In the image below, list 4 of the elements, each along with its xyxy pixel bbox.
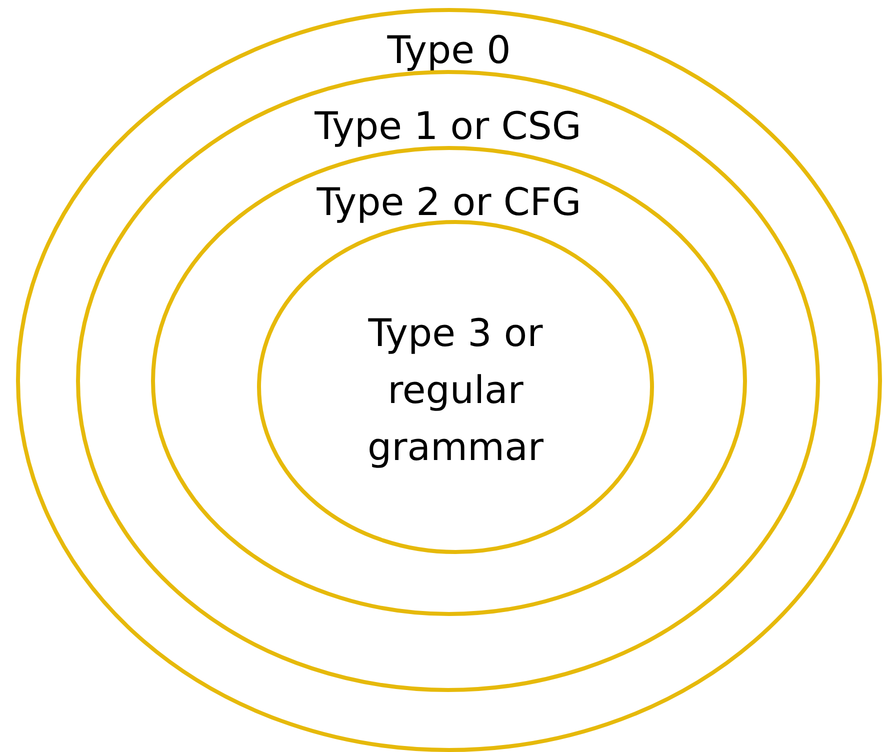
grammar-type-label: Type 2 or CFG — [316, 180, 582, 224]
grammar-type-label: Type 1 or CSG — [314, 104, 582, 148]
grammar-type-label: Type 0 — [387, 28, 511, 72]
grammar-type-label: Type 3 or regular grammar — [366, 310, 544, 471]
